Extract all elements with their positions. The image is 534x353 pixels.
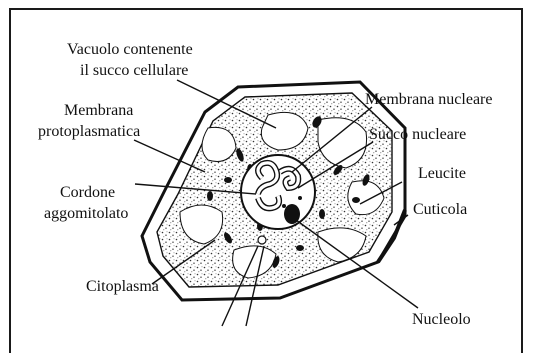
label-membrana-proto-2: protoplasmatica: [38, 123, 140, 140]
label-cordone-2: aggomitolato: [44, 205, 128, 222]
label-vacuolo-2: il succo cellulare: [80, 62, 188, 79]
nucleus: [241, 155, 315, 229]
label-cuticola: Cuticola: [413, 201, 467, 218]
label-cordone-1: Cordone: [60, 184, 115, 201]
label-vacuolo-1: Vacuolo contenente: [67, 41, 193, 58]
label-succo-nucleare: Succo nucleare: [369, 126, 466, 143]
label-membrana-nucleare: Membrana nucleare: [365, 91, 492, 108]
label-leucite: Leucite: [418, 165, 466, 182]
label-citoplasma: Citoplasma: [86, 278, 159, 295]
label-nucleolo: Nucleolo: [412, 311, 471, 328]
label-membrana-proto-1: Membrana: [64, 102, 133, 119]
